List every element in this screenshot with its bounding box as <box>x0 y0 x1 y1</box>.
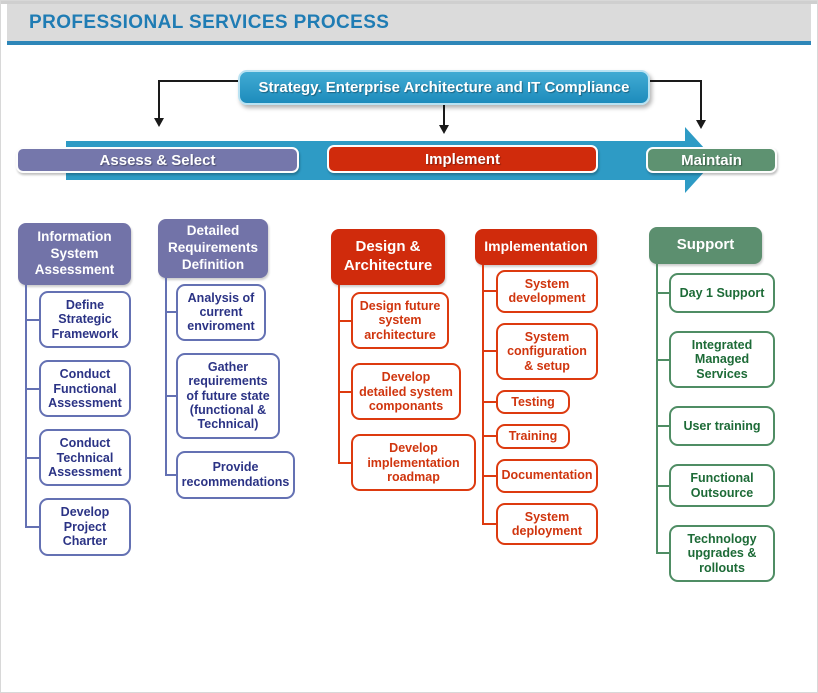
column-design-architecture: Design & Architecture Design future syst… <box>331 229 476 498</box>
process-step: Gather requirements of future state (fun… <box>176 352 280 439</box>
arrow-down-icon <box>439 125 449 134</box>
list-item: Conduct Technical Assessment <box>18 423 131 493</box>
list-item: Integrated Managed Services <box>649 322 775 398</box>
process-step: Analysis of current enviroment <box>176 283 266 341</box>
list-item: Technology upgrades & rollouts <box>649 515 775 591</box>
list-item: Provide recommendations <box>158 444 295 505</box>
process-step: System development <box>496 270 598 313</box>
process-step: Day 1 Support <box>669 273 775 313</box>
list-item: Functional Outsource <box>649 455 775 516</box>
title-bar: PROFESSIONAL SERVICES PROCESS <box>7 4 811 41</box>
process-step: Functional Outsource <box>669 464 775 507</box>
list-item: Conduct Functional Assessment <box>18 354 131 424</box>
process-step: System configuration & setup <box>496 322 598 380</box>
list-item: Day 1 Support <box>649 264 775 322</box>
process-step: Develop Project Charter <box>39 498 131 556</box>
list-item: Develop Project Charter <box>18 492 131 561</box>
process-step: Integrated Managed Services <box>669 331 775 389</box>
process-step: User training <box>669 406 775 447</box>
step-list: Day 1 Support Integrated Managed Service… <box>649 264 775 591</box>
process-step: System deployment <box>496 502 598 546</box>
column-implementation: Implementation System development System… <box>475 229 598 551</box>
list-item: System development <box>475 265 598 318</box>
list-item: Analysis of current enviroment <box>158 277 268 347</box>
process-step: Conduct Functional Assessment <box>39 360 131 418</box>
strategy-banner: Strategy. Enterprise Architecture and IT… <box>238 70 650 105</box>
process-step: Testing <box>496 389 570 415</box>
column-header: Detailed Requirements Definition <box>158 219 268 278</box>
step-list: Analysis of current enviroment Gather re… <box>158 277 295 505</box>
column-support: Support Day 1 Support Integrated Managed… <box>649 227 775 591</box>
list-item: Design future system architecture <box>331 285 449 357</box>
step-list: Design future system architecture Develo… <box>331 285 476 498</box>
list-item: Develop implementation roadmap <box>331 427 476 498</box>
list-item: Develop detailed system componants <box>331 356 461 428</box>
arrow-down-icon <box>154 118 164 127</box>
process-step: Develop detailed system componants <box>351 363 461 421</box>
process-step: Documentation <box>496 458 598 493</box>
process-step: Develop implementation roadmap <box>351 434 476 492</box>
list-item: Testing <box>475 384 597 420</box>
column-information-system-assessment: Information System Assessment Define Str… <box>18 223 131 562</box>
arrow-down-icon <box>696 120 706 129</box>
list-item: Gather requirements of future state (fun… <box>158 346 280 445</box>
column-header: Support <box>649 227 762 264</box>
process-step: Provide recommendations <box>176 450 295 499</box>
title-underline <box>7 41 811 45</box>
process-step: Technology upgrades & rollouts <box>669 524 775 582</box>
list-item: Define Strategic Framework <box>18 285 131 355</box>
process-step: Conduct Technical Assessment <box>39 429 131 487</box>
list-item: System deployment <box>475 497 598 551</box>
process-step: Training <box>496 424 570 449</box>
column-header: Design & Architecture <box>331 229 445 285</box>
column-detailed-requirements-definition: Detailed Requirements Definition Analysi… <box>158 219 295 505</box>
phase-maintain: Maintain <box>646 147 777 173</box>
phase-assess-select: Assess & Select <box>16 147 299 173</box>
list-item: Documentation <box>475 453 598 498</box>
process-step: Define Strategic Framework <box>39 291 131 349</box>
step-list: System development System configuration … <box>475 265 598 551</box>
list-item: System configuration & setup <box>475 317 598 386</box>
column-header: Implementation <box>475 229 597 265</box>
phase-implement: Implement <box>327 145 598 173</box>
list-item: User training <box>649 397 775 456</box>
list-item: Training <box>475 419 597 455</box>
column-header: Information System Assessment <box>18 223 131 285</box>
process-step: Design future system architecture <box>351 292 449 350</box>
step-list: Define Strategic Framework Conduct Funct… <box>18 285 131 562</box>
page-title: PROFESSIONAL SERVICES PROCESS <box>29 12 390 33</box>
